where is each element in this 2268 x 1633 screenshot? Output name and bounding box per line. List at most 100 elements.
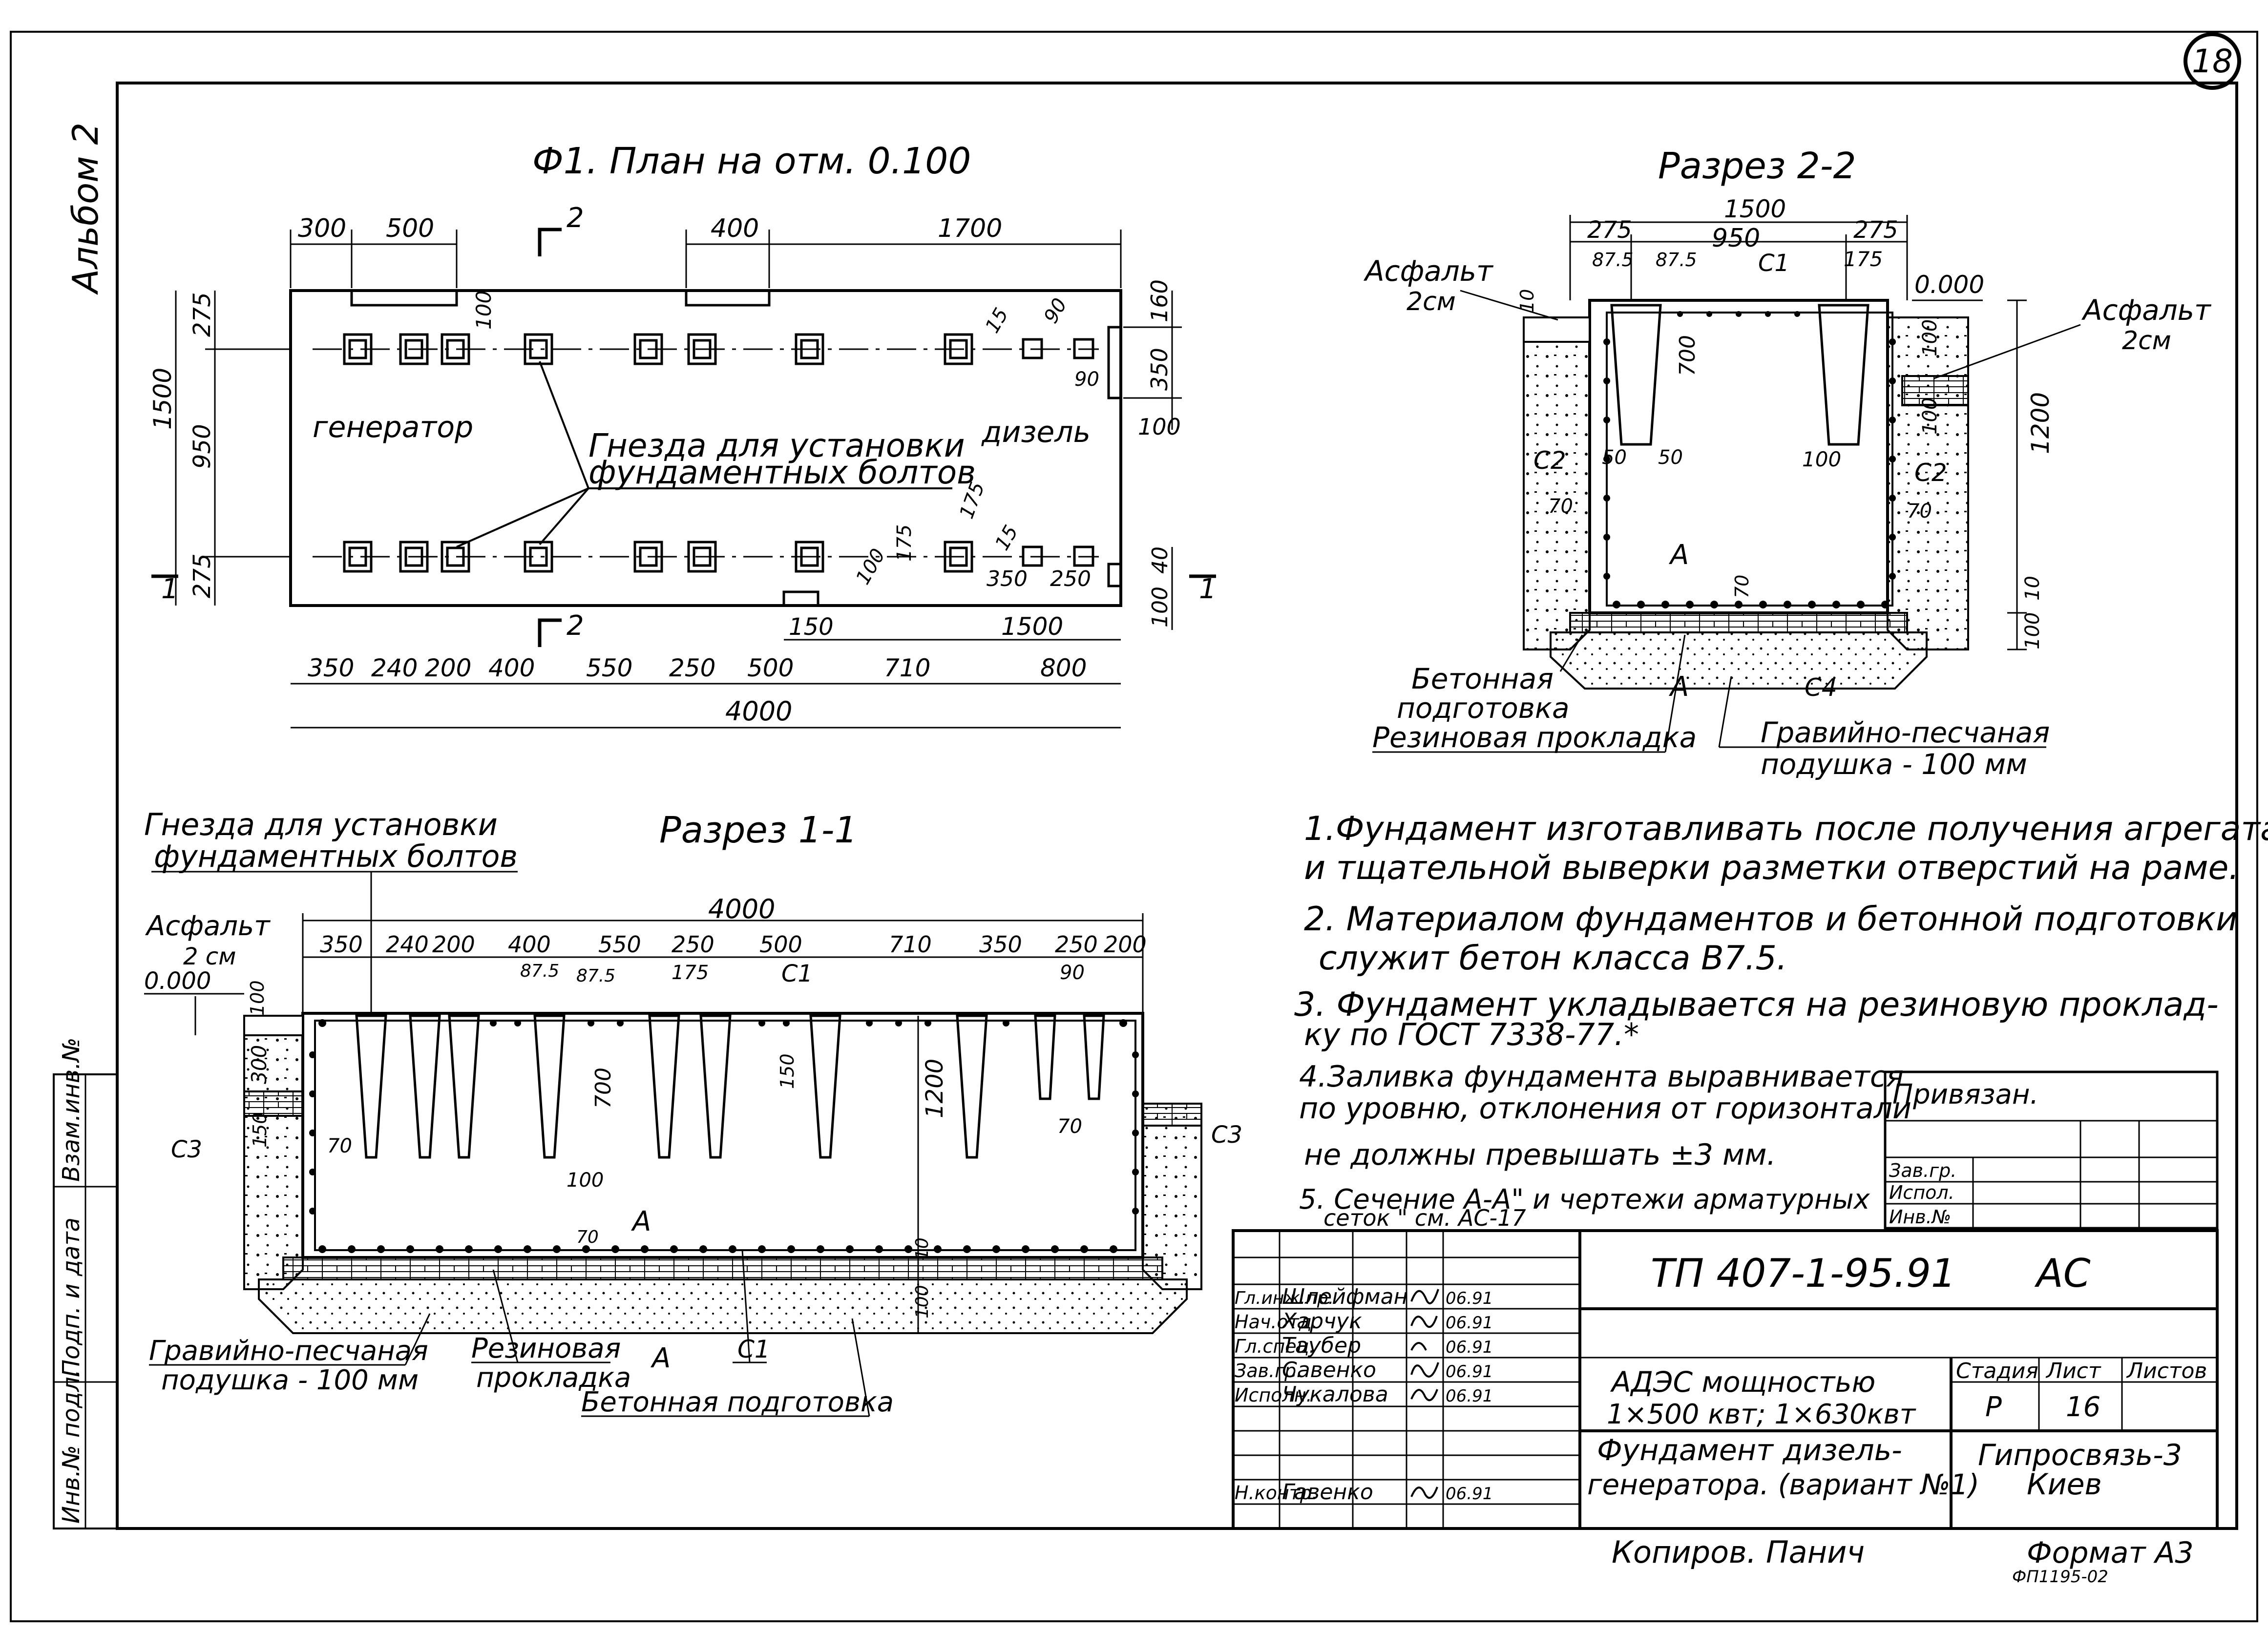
svg-text:2 см: 2 см	[183, 943, 236, 970]
svg-text:15: 15	[991, 522, 1023, 554]
svg-text:240: 240	[386, 931, 429, 958]
section22-concrete: Бетонная	[1411, 662, 1554, 695]
section22-c2-right: С2	[1914, 459, 1947, 487]
section11-c1-top: С1	[781, 960, 813, 987]
stamp-inv-podl: Инв.№ подл.	[58, 1369, 85, 1524]
svg-text:400: 400	[711, 214, 759, 243]
svg-text:250: 250	[672, 931, 714, 958]
svg-text:3. Фундамент укладывается на р: 3. Фундамент укладывается на резиновую п…	[1294, 985, 2219, 1024]
copied-by: Копиров. Панич	[1612, 1534, 1865, 1570]
svg-text:250: 250	[1050, 566, 1091, 591]
svg-text:служит бетон класса В7.5.: служит бетон класса В7.5.	[1319, 939, 1787, 978]
section22-level: 0.000	[1914, 271, 1984, 299]
svg-text:А: А	[1669, 671, 1689, 703]
svg-text:100: 100	[912, 1285, 932, 1319]
svg-text:350: 350	[987, 566, 1028, 591]
tb-sheet-line1: Фундамент дизель-	[1597, 1433, 1902, 1467]
svg-text:1.Фундамент изготавливать посл: 1.Фундамент изготавливать после получени…	[1304, 810, 2268, 848]
svg-text:1200: 1200	[921, 1059, 948, 1118]
format-label: Формат А3	[2027, 1536, 2194, 1570]
svg-text:06.91: 06.91	[1446, 1289, 1493, 1308]
section11-c3-left: С3	[171, 1136, 202, 1163]
svg-text:70: 70	[1907, 500, 1932, 523]
section11-level: 0.000	[144, 967, 211, 995]
tb-org-line2: Киев	[2027, 1467, 2102, 1502]
svg-text:90: 90	[1060, 962, 1085, 984]
section22-asphalt-right: Асфальт	[2081, 293, 2212, 327]
svg-text:150: 150	[777, 1053, 798, 1089]
plan-title: Ф1. План на отм. 0.100	[532, 140, 971, 182]
svg-text:1200: 1200	[2026, 392, 2055, 454]
section11-asphalt: Асфальт	[145, 910, 271, 942]
svg-text:2см: 2см	[1407, 287, 1456, 316]
svg-text:Гл.инж.пр.: Гл.инж.пр.	[1235, 1288, 1334, 1308]
svg-text:70: 70	[1731, 575, 1753, 598]
general-notes: 1.Фундамент изготавливать после получени…	[1294, 810, 2268, 1231]
svg-text:06.91: 06.91	[1446, 1484, 1493, 1504]
svg-text:Гл.спец.: Гл.спец.	[1235, 1336, 1315, 1357]
tb-signatures	[1410, 1289, 1439, 1499]
section11-dims-top: 350 240 200 400 550 250 500 710 350 250 …	[320, 931, 1147, 986]
title-block: ТП 407-1-95.91 АС Гл.инж.пр. Шлейфман 06…	[1232, 1229, 2219, 1530]
svg-text:275: 275	[1587, 216, 1632, 244]
svg-text:160: 160	[1146, 279, 1173, 322]
svg-text:Стадия: Стадия	[1956, 1359, 2038, 1383]
tb-object-line2: 1×500 квт; 1×630квт	[1607, 1399, 1916, 1430]
svg-text:40: 40	[1148, 546, 1173, 574]
tb-sheet-line2: генератора. (вариант №1)	[1587, 1468, 1979, 1501]
svg-text:500: 500	[747, 654, 794, 682]
svg-text:10: 10	[2021, 576, 2044, 601]
section-1-1: Разрез 1-1 Гнезда для установки фундамен…	[144, 807, 1242, 1418]
svg-text:сеток " см. АС-17: сеток " см. АС-17	[1323, 1205, 1526, 1231]
svg-text:275: 275	[189, 292, 216, 337]
svg-text:275: 275	[189, 553, 216, 598]
svg-text:прокладка: прокладка	[476, 1362, 631, 1394]
svg-text:400: 400	[508, 931, 551, 958]
svg-text:100: 100	[2021, 612, 2044, 649]
svg-text:175: 175	[1844, 247, 1883, 271]
svg-text:150: 150	[789, 613, 834, 641]
svg-text:400: 400	[488, 654, 535, 682]
svg-text:100: 100	[247, 980, 268, 1016]
svg-text:Шлейфман: Шлейфман	[1282, 1284, 1407, 1309]
svg-text:150: 150	[249, 1112, 271, 1148]
plan-mark-2-bottom: 2	[567, 610, 584, 642]
section11-c1-bottom: С1	[737, 1335, 770, 1363]
svg-text:175: 175	[672, 962, 709, 984]
section11-concrete: Бетонная подготовка	[581, 1386, 894, 1418]
svg-text:Листов: Листов	[2126, 1359, 2207, 1383]
section22-rebar	[1603, 311, 1896, 608]
svg-text:по уровню, отклонения от гориз: по уровню, отклонения от горизонтали	[1299, 1091, 1911, 1126]
svg-text:550: 550	[598, 931, 641, 958]
svg-text:1700: 1700	[938, 214, 1002, 243]
section11-rebar	[309, 1019, 1139, 1253]
svg-text:1500: 1500	[1724, 195, 1786, 223]
plan-section-marks	[151, 228, 1216, 647]
svg-text:87.5: 87.5	[576, 966, 615, 986]
svg-text:87.5: 87.5	[520, 961, 559, 981]
sheet-number: 18	[2184, 32, 2241, 90]
plan-label-diesel: дизель	[981, 415, 1091, 449]
section11-sockets	[355, 1014, 1105, 1159]
svg-text:87.5: 87.5	[1656, 249, 1697, 271]
svg-text:700: 700	[591, 1068, 616, 1109]
plan-note-line2: фундаментных болтов	[588, 454, 976, 491]
svg-text:500: 500	[759, 931, 802, 958]
svg-text:подушка - 100 мм: подушка - 100 мм	[1761, 748, 2027, 781]
svg-text:70: 70	[327, 1135, 352, 1157]
section22-gravel: Гравийно-песчаная	[1761, 716, 2050, 749]
svg-text:15: 15	[981, 304, 1013, 337]
svg-text:70: 70	[1548, 495, 1573, 518]
svg-text:90: 90	[1040, 294, 1071, 327]
svg-text:не должны превышать ±3 мм.: не должны превышать ±3 мм.	[1304, 1138, 1776, 1172]
binding-box: Привязан. Зав.гр. Испол. Инв.№	[1884, 1070, 2219, 1230]
svg-text:50: 50	[1602, 446, 1627, 469]
svg-text:А: А	[631, 1206, 651, 1237]
plan-dims-bottom: 350 240 200 400 550 250 500 710 800 4000…	[308, 612, 1087, 727]
section22-c2-left: С2	[1533, 446, 1566, 475]
svg-text:550: 550	[586, 654, 632, 682]
plan-bolt-sockets	[343, 333, 1094, 573]
svg-text:100: 100	[472, 291, 496, 330]
svg-text:ку по ГОСТ 7338-77.*: ку по ГОСТ 7338-77.*	[1304, 1017, 1639, 1052]
